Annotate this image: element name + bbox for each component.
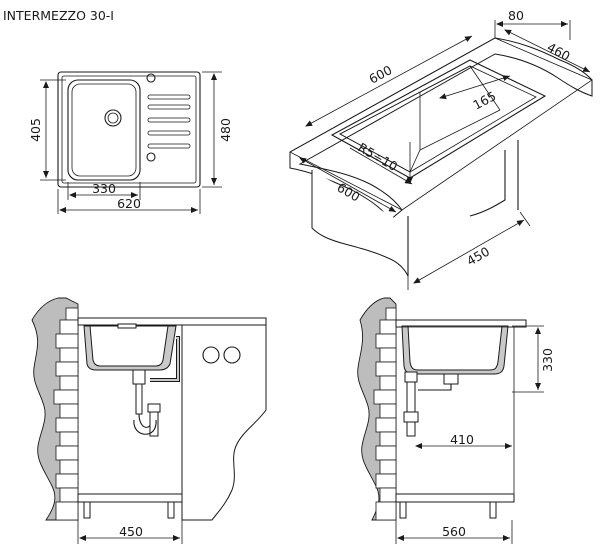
dim-330: 330 xyxy=(92,181,116,196)
dim-405: 405 xyxy=(28,118,43,142)
dim-410: 410 xyxy=(450,432,474,447)
product-title: INTERMEZZO 30-I xyxy=(3,8,114,23)
top-view: 405 480 330 620 xyxy=(28,71,233,214)
dim-330-side: 330 xyxy=(540,348,555,372)
dim-450-iso: 450 xyxy=(464,244,492,269)
dim-480: 480 xyxy=(218,118,233,142)
dim-165: 165 xyxy=(470,88,498,112)
dim-450-front: 450 xyxy=(119,524,143,539)
dim-600-top: 600 xyxy=(366,62,394,86)
dim-560: 560 xyxy=(442,524,466,539)
side-section: 330 410 560 xyxy=(357,297,555,544)
drain-icon xyxy=(104,109,122,127)
dim-620: 620 xyxy=(117,196,141,211)
dim-80: 80 xyxy=(508,8,524,23)
isometric-view: 80 460 600 165 R5÷10 600 450 xyxy=(289,8,593,290)
dim-radius: R5÷10 xyxy=(356,140,401,175)
tap-hole-icon xyxy=(146,73,156,83)
front-section: 450 xyxy=(31,297,267,544)
